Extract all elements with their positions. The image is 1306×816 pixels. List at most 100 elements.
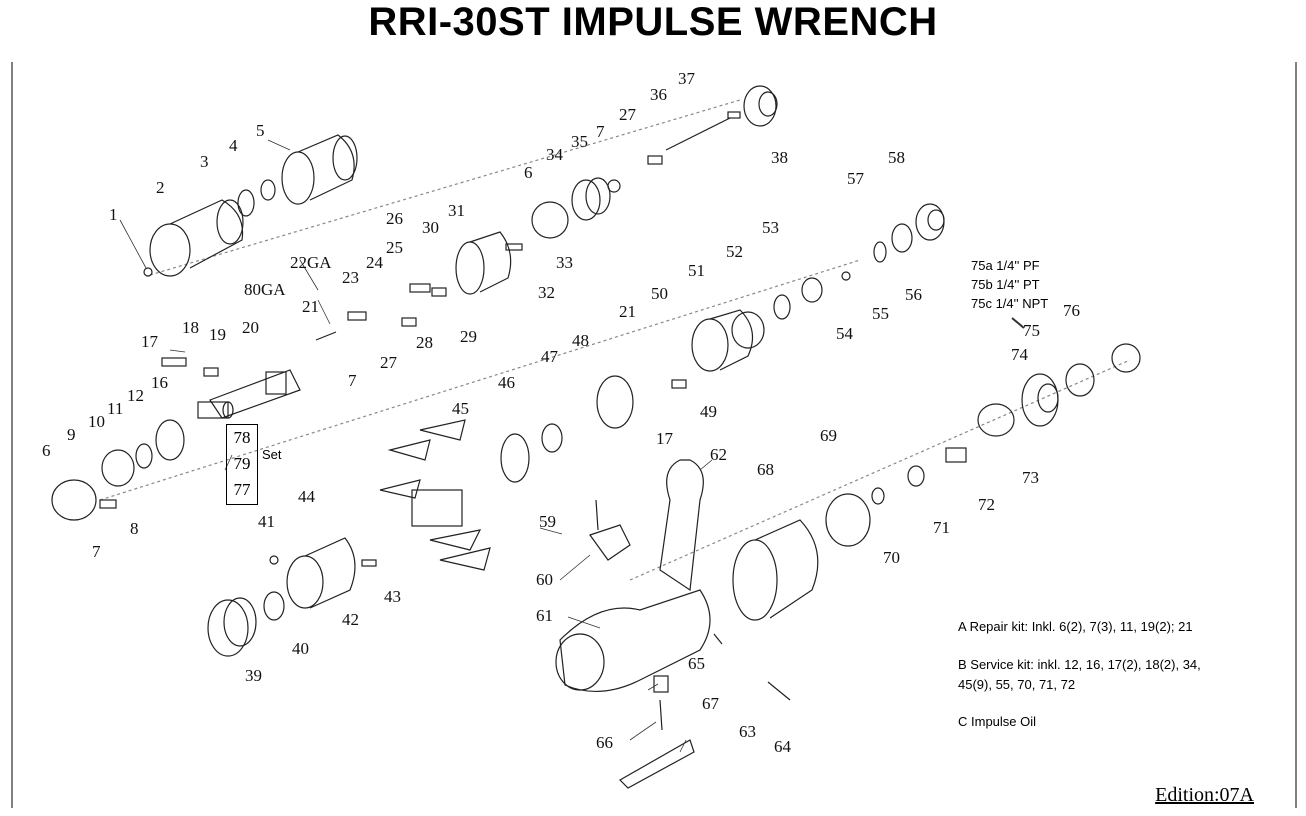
part-41-ball xyxy=(269,555,279,565)
edition-label: Edition:07A xyxy=(1155,784,1254,806)
callout-labels: 1 2 3 4 5 6 7 8 9 10 11 12 16 17 18 19 2… xyxy=(42,69,1080,756)
part-72-spring xyxy=(945,447,967,463)
part-46-front-plate xyxy=(500,433,530,483)
callout-17-mid: 17 xyxy=(656,429,674,448)
callout-80GA: 80GA xyxy=(244,280,286,299)
callout-38: 38 xyxy=(771,148,788,167)
callout-3: 3 xyxy=(200,152,209,171)
part-10-bushing xyxy=(101,449,135,487)
part-51-oring xyxy=(731,311,765,349)
part-45-vanes xyxy=(379,419,491,571)
part-40-bearing xyxy=(263,591,285,621)
variant-75c: 75c 1/4'' NPT xyxy=(971,296,1049,311)
callout-42: 42 xyxy=(342,610,359,629)
part-21-pin xyxy=(315,331,337,341)
callout-66: 66 xyxy=(596,733,613,752)
leader-lines xyxy=(119,139,1025,753)
callout-7-upper: 7 xyxy=(596,122,605,141)
variant-75a: 75a 1/4'' PF xyxy=(971,258,1040,273)
part-50-rotor-block xyxy=(691,309,754,372)
callout-11: 11 xyxy=(107,399,123,418)
part-3-ring xyxy=(237,189,255,217)
part-52-ring xyxy=(773,294,791,320)
callout-22GA: 22GA xyxy=(290,253,332,272)
set-item-79: 79 xyxy=(233,454,251,473)
callout-50: 50 xyxy=(651,284,668,303)
part-47-bearing xyxy=(541,423,563,453)
callout-60: 60 xyxy=(536,570,553,589)
callout-67: 67 xyxy=(702,694,720,713)
callout-49: 49 xyxy=(700,402,717,421)
part-6-oring xyxy=(531,201,569,239)
callout-34: 34 xyxy=(546,145,564,164)
callout-20: 20 xyxy=(242,318,259,337)
part-27-spring-upper xyxy=(647,155,663,165)
callout-39: 39 xyxy=(245,666,262,685)
callout-6: 6 xyxy=(42,441,51,460)
set-item-77: 77 xyxy=(233,480,251,499)
part-8-screw xyxy=(99,499,117,509)
callout-52: 52 xyxy=(726,242,743,261)
part-55-washer xyxy=(873,241,887,263)
part-75-inlet-fitting xyxy=(1065,363,1095,397)
part-42-motor-housing xyxy=(286,537,356,609)
callout-27-upper: 27 xyxy=(619,105,637,124)
part-2-front-housing xyxy=(149,199,244,277)
part-58-bearing xyxy=(915,203,945,241)
set-box: 78 79 77 xyxy=(226,424,258,505)
callout-71: 71 xyxy=(933,518,950,537)
part-76-filter xyxy=(1111,343,1141,373)
part-19-spring xyxy=(203,367,219,377)
part-31-cylinder xyxy=(455,231,512,295)
part-49-spring xyxy=(671,379,687,389)
callout-7: 7 xyxy=(92,542,101,561)
callout-70: 70 xyxy=(883,548,900,567)
part-16-shaft xyxy=(197,401,234,419)
kit-a-repair: A Repair kit: Inkl. 6(2), 7(3), 11, 19(2… xyxy=(958,619,1193,634)
part-12-washer xyxy=(155,419,185,461)
part-73-washer xyxy=(977,403,1015,437)
callout-62: 62 xyxy=(710,445,727,464)
callout-75: 75 xyxy=(1023,321,1040,340)
kit-c-impulse-oil: C Impulse Oil xyxy=(958,714,1037,729)
callout-58: 58 xyxy=(888,148,905,167)
kit-b-service-line2: 45(9), 55, 70, 71, 72 xyxy=(958,677,1076,692)
callout-25: 25 xyxy=(386,238,403,257)
callout-53: 53 xyxy=(762,218,779,237)
callout-68: 68 xyxy=(757,460,774,479)
part-18-pin xyxy=(161,357,187,367)
part-65-valve xyxy=(653,675,669,693)
callout-32: 32 xyxy=(538,283,555,302)
callout-57: 57 xyxy=(847,169,865,188)
part-53-ring xyxy=(801,277,823,303)
kit-b-service-line1: B Service kit: inkl. 12, 16, 17(2), 18(2… xyxy=(958,657,1201,672)
callout-46: 46 xyxy=(498,373,515,392)
part-74-air-inlet-ring xyxy=(1021,373,1059,427)
callout-27: 27 xyxy=(380,353,398,372)
part-28-spring xyxy=(401,317,417,327)
callout-24: 24 xyxy=(366,253,384,272)
assembly-axis-upper xyxy=(149,99,741,276)
part-34-end-plate xyxy=(571,177,611,221)
callout-2: 2 xyxy=(156,178,165,197)
part-68-rear-housing xyxy=(732,519,819,621)
callout-19: 19 xyxy=(209,325,226,344)
part-32-pin xyxy=(505,243,523,251)
callout-36: 36 xyxy=(650,85,667,104)
callout-41: 41 xyxy=(258,512,275,531)
callout-54: 54 xyxy=(836,324,854,343)
callout-10: 10 xyxy=(88,412,105,431)
callout-23: 23 xyxy=(342,268,359,287)
part-37-spring xyxy=(727,111,741,119)
callout-56: 56 xyxy=(905,285,922,304)
part-1-screw xyxy=(143,267,153,277)
callout-69: 69 xyxy=(820,426,837,445)
part-54-ball xyxy=(841,271,851,281)
part-70-washer xyxy=(871,487,885,505)
callout-37: 37 xyxy=(678,69,696,88)
callout-21: 21 xyxy=(302,297,319,316)
callout-65: 65 xyxy=(688,654,705,673)
callout-48: 48 xyxy=(572,331,589,350)
callout-43: 43 xyxy=(384,587,401,606)
callout-31: 31 xyxy=(448,201,465,220)
